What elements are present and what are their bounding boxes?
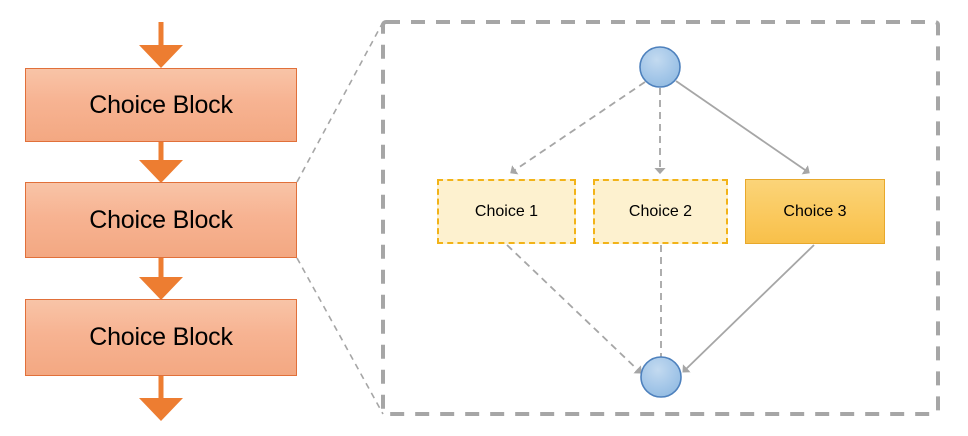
flow-block-1[interactable]: Choice Block xyxy=(25,68,297,142)
edge-choice-1-to-exit xyxy=(506,244,642,374)
edge-choice-3-to-exit xyxy=(682,244,815,373)
callout-line-top xyxy=(296,21,384,183)
choice-box-2-label: Choice 2 xyxy=(628,202,693,220)
choice-box-1[interactable]: Choice 1 xyxy=(437,179,576,244)
callout-line-bottom xyxy=(296,257,384,415)
edge-entry-to-choice-1 xyxy=(510,81,646,175)
choice-box-3[interactable]: Choice 3 xyxy=(745,179,885,244)
edge-entry-to-choice-3 xyxy=(675,80,810,175)
flow-block-2-label: Choice Block xyxy=(89,205,233,234)
flow-block-1-label: Choice Block xyxy=(89,90,233,119)
flow-block-3-label: Choice Block xyxy=(89,323,233,351)
choice-box-1-label: Choice 1 xyxy=(474,202,539,220)
entry-node[interactable] xyxy=(639,46,681,88)
exit-node[interactable] xyxy=(640,356,682,398)
callout-line-group xyxy=(296,21,384,415)
choice-box-2[interactable]: Choice 2 xyxy=(593,179,728,244)
entry-edge-group xyxy=(510,80,810,175)
choice-box-3-label: Choice 3 xyxy=(783,202,847,220)
flow-block-3[interactable]: Choice Block xyxy=(25,299,297,376)
flow-block-2[interactable]: Choice Block xyxy=(25,182,297,258)
exit-edge-group xyxy=(506,244,815,374)
